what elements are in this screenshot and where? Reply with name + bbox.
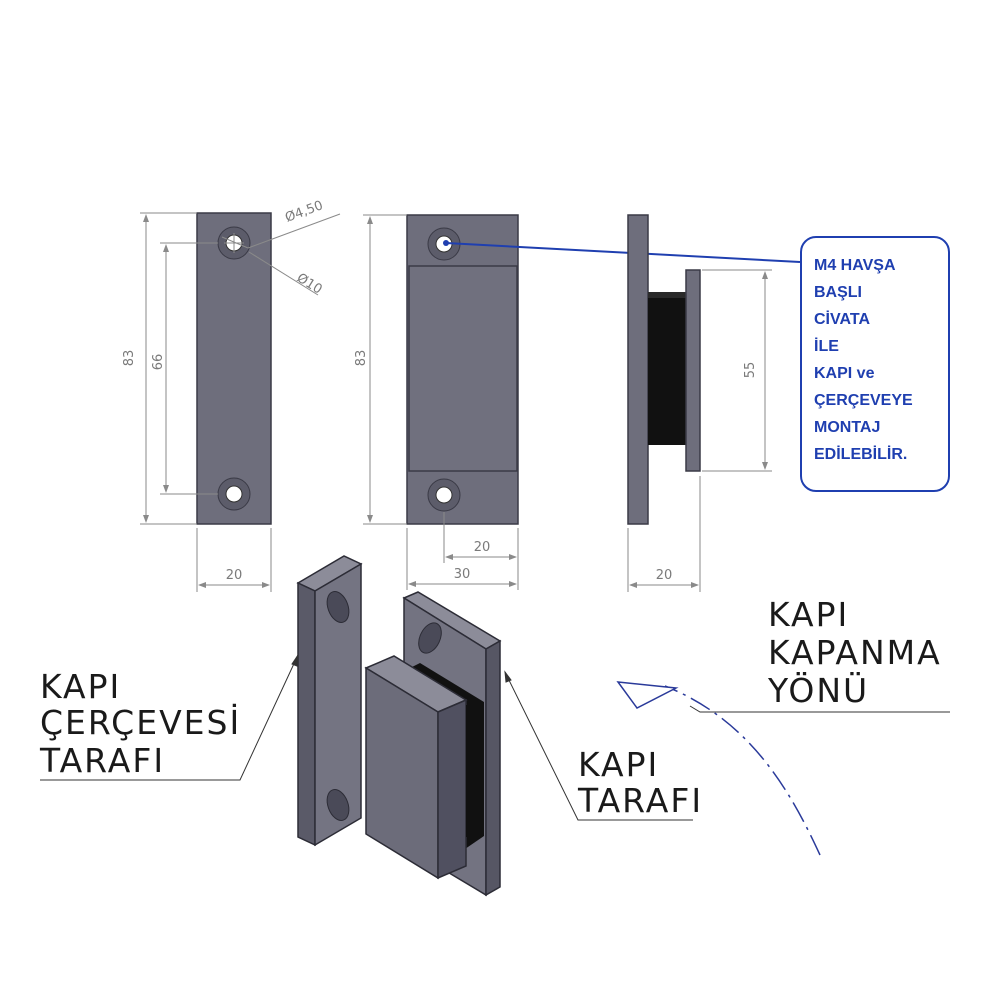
iso-door-hole-top: [418, 622, 442, 654]
front-plate: [196, 212, 272, 525]
middle-hole-bottom: [435, 486, 453, 504]
note-line-1: M4 HAVŞA: [814, 257, 896, 274]
door-side-label: KAPI TARAFI: [577, 745, 703, 820]
closing-direction-line-1: KAPI: [768, 595, 849, 634]
middle-magnet-housing: [408, 265, 518, 472]
iso-magnet-housing-side: [437, 698, 467, 880]
frame-side-leader: [40, 654, 299, 781]
door-side-leader: [504, 671, 693, 821]
front-dim-height: 83: [122, 350, 137, 367]
mounting-note-box: M4 HAVŞA BAŞLI CİVATA İLE KAPI ve ÇERÇEV…: [800, 236, 950, 492]
door-side-line-1: KAPI: [578, 745, 659, 784]
note-line-3: CİVATA: [814, 311, 870, 328]
label-leaders: [40, 654, 950, 821]
front-dim-width: 20: [226, 568, 243, 583]
side-magnet-cap-top: [648, 292, 686, 298]
note-line-5: KAPI ve: [814, 365, 875, 382]
closing-direction-label: KAPI KAPANMA YÖNÜ: [767, 595, 942, 710]
note-line-2: BAŞLI: [814, 284, 862, 301]
side-frame-plate: [685, 269, 701, 472]
middle-dim-inner-width: 20: [474, 540, 491, 555]
side-view: 55 20: [627, 214, 772, 592]
frame-side-line-2: ÇERÇEVESİ: [40, 703, 241, 742]
middle-dim-height: 83: [354, 350, 369, 367]
front-dim-hole-spacing: 66: [151, 354, 166, 371]
note-line-6: ÇERÇEVEYE: [814, 392, 913, 409]
note-line-4: İLE: [814, 338, 839, 355]
middle-view: 83 20 30: [354, 214, 519, 590]
door-side-line-2: TARAFI: [577, 781, 703, 820]
note-line-8: EDİLEBİLİR.: [814, 446, 908, 463]
side-dim-depth: 20: [656, 568, 673, 583]
note-line-7: MONTAJ: [814, 419, 881, 436]
closing-direction-arrow: [616, 681, 821, 856]
side-magnet: [648, 295, 686, 445]
closing-direction-line-2: KAPANMA: [768, 633, 942, 672]
closing-direction-line-3: YÖNÜ: [767, 670, 869, 710]
middle-dim-width: 30: [454, 567, 471, 582]
note-leader-dot: [443, 240, 449, 246]
frame-side-line-3: TARAFI: [39, 741, 165, 780]
iso-door-plate-side: [485, 639, 501, 897]
iso-frame-plate-side: [297, 581, 316, 847]
iso-frame-hole-top: [326, 591, 350, 623]
iso-frame-hole-bottom: [326, 789, 350, 821]
closing-direction-leader: [689, 705, 950, 713]
front-view: 83 66 20 Ø4,50 Ø10: [122, 198, 341, 592]
iso-magnet-strip: [466, 705, 478, 837]
side-dim-magnet-height: 55: [743, 362, 758, 379]
side-door-plate: [627, 214, 649, 525]
note-leader-line: [445, 242, 801, 263]
front-dim-counterbore-dia: Ø10: [294, 271, 325, 298]
isometric-view: [296, 555, 502, 897]
front-hole-bottom: [225, 485, 243, 503]
iso-frame-plate-front: [314, 562, 362, 847]
frame-side-line-1: KAPI: [40, 667, 121, 706]
frame-side-label: KAPI ÇERÇEVESİ TARAFI: [39, 667, 241, 780]
closing-arrow-head: [616, 681, 679, 709]
